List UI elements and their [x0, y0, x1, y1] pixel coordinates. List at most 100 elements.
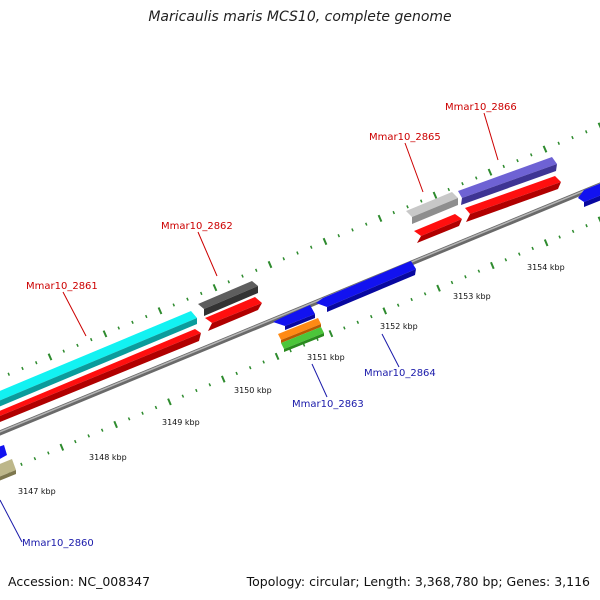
outer-ring-tick — [282, 257, 285, 261]
gene-Mmar10_2866-cds[interactable] — [465, 176, 561, 222]
gene-Mmar10_2860-cds[interactable] — [0, 445, 7, 461]
gene-Mmar10_2866-feature[interactable] — [458, 157, 557, 205]
inner-ring-tick — [289, 349, 292, 353]
outer-ring-tick — [241, 274, 244, 278]
inner-tick-ring — [5, 216, 600, 474]
inner-ring-tick — [477, 269, 481, 273]
outer-ring-tick — [432, 191, 438, 199]
inner-ring-tick — [87, 434, 90, 438]
outer-ring-tick — [377, 214, 383, 222]
gene-blue-offscreen-right[interactable] — [578, 182, 600, 207]
outer-ring-tick — [255, 268, 258, 272]
gene-label-Mmar10_2865: Mmar10_2865 — [369, 132, 441, 143]
gene-Mmar10_2860-feature[interactable] — [0, 459, 16, 483]
outer-ring-tick — [406, 205, 409, 209]
outer-ring-tick — [337, 234, 340, 238]
scale-label-3151: 3151 kbp — [307, 353, 345, 362]
inner-ring-tick — [450, 280, 454, 285]
outer-ring-tick — [21, 366, 24, 371]
gene-label-Mmar10_2861: Mmar10_2861 — [26, 281, 98, 292]
gene-Mmar10_2864-cds[interactable] — [316, 261, 416, 312]
outer-ring-tick — [102, 330, 108, 338]
leader-Mmar10_2861 — [62, 291, 87, 337]
inner-ring-tick — [558, 235, 561, 239]
gene-label-Mmar10_2862: Mmar10_2862 — [161, 221, 233, 232]
outer-ring-tick — [157, 307, 163, 315]
outer-ring-tick — [7, 372, 10, 376]
outer-ring-tick — [35, 361, 38, 365]
outer-ring-tick — [62, 349, 65, 353]
outer-ring-tick — [227, 280, 230, 284]
leader-Mmar10_2865 — [404, 142, 424, 193]
outer-ring-tick — [90, 337, 93, 342]
topology-summary: Topology: circular; Length: 3,368,780 bp… — [246, 574, 590, 589]
inner-ring-tick — [154, 405, 158, 410]
leader-Mmar10_2863 — [311, 363, 328, 398]
outer-ring-tick — [267, 260, 273, 269]
inner-ring-tick — [33, 456, 37, 461]
leader-Mmar10_2862 — [197, 231, 218, 277]
gene-Mmar10_2862-cds[interactable] — [205, 297, 262, 331]
outer-ring-tick — [487, 168, 493, 176]
gene-Mmar10_2863-feature[interactable] — [278, 318, 321, 343]
gene-Mmar10_2863-neighbor[interactable] — [273, 305, 315, 330]
outer-ring-tick — [212, 284, 218, 292]
map-title: Maricaulis maris MCS10, complete genome — [148, 9, 452, 25]
inner-ring-tick — [113, 420, 118, 429]
inner-ring-tick — [274, 352, 280, 360]
inner-ring-tick — [47, 451, 50, 455]
inner-ring-tick — [74, 439, 77, 444]
gene-label-Mmar10_2860: Mmar10_2860 — [22, 538, 94, 549]
outer-ring-tick — [365, 222, 368, 226]
outer-ring-tick — [186, 297, 189, 301]
leader-Mmar10_2866 — [483, 112, 499, 161]
outer-ring-tick — [392, 210, 395, 215]
gene-Mmar10_2862-feature[interactable] — [198, 281, 258, 316]
outer-ring-tick — [502, 164, 505, 169]
outer-ring-tick — [447, 187, 450, 192]
gene-Mmar10_2863-cds[interactable] — [281, 327, 324, 352]
inner-ring-tick — [490, 261, 495, 270]
inner-ring-tick — [597, 216, 600, 223]
scale-label-3153: 3153 kbp — [453, 292, 491, 301]
inner-ring-tick — [356, 320, 360, 324]
outer-ring-tick — [172, 303, 175, 307]
inner-ring-tick — [423, 292, 427, 296]
scale-label-3154: 3154 kbp — [527, 263, 565, 272]
outer-ring-tick — [47, 353, 53, 361]
inner-ring-tick — [396, 303, 400, 307]
outer-ring-tick — [131, 320, 134, 324]
outer-ring-tick — [351, 228, 354, 232]
outer-ring-tick — [585, 130, 588, 134]
gene-Mmar10_2861-feature[interactable] — [0, 311, 197, 408]
outer-ring-tick — [145, 314, 148, 319]
gene-label-Mmar10_2864: Mmar10_2864 — [364, 368, 436, 379]
outer-ring-tick — [322, 237, 328, 246]
gene-Mmar10_2861-cds[interactable] — [0, 329, 201, 424]
outer-ring-tick — [516, 158, 519, 163]
inner-ring-tick — [220, 375, 226, 383]
outer-ring-tick — [117, 326, 120, 330]
gene-Mmar10_2865-feature[interactable] — [406, 192, 458, 224]
inner-ring-tick — [59, 443, 65, 451]
scale-label-3147: 3147 kbp — [18, 487, 56, 496]
inner-ring-tick — [127, 417, 131, 421]
inner-ring-tick — [504, 258, 508, 262]
inner-ring-tick — [343, 326, 346, 330]
inner-ring-tick — [436, 284, 441, 292]
gene-Mmar10_2865-cds[interactable] — [414, 214, 462, 243]
gene-label-Mmar10_2863: Mmar10_2863 — [292, 399, 364, 410]
outer-ring-tick — [461, 182, 464, 186]
gene-label-Mmar10_2866: Mmar10_2866 — [445, 102, 517, 113]
outer-ring-tick — [310, 245, 313, 249]
inner-ring-tick — [181, 394, 185, 398]
inner-ring-tick — [382, 307, 388, 315]
inner-ring-tick — [195, 388, 198, 393]
inner-ring-tick — [208, 383, 212, 387]
inner-ring-tick — [141, 411, 144, 415]
inner-ring-tick — [543, 239, 549, 247]
outer-ring-tick — [420, 199, 423, 203]
inner-ring-tick — [518, 252, 521, 256]
inner-ring-tick — [167, 398, 172, 406]
